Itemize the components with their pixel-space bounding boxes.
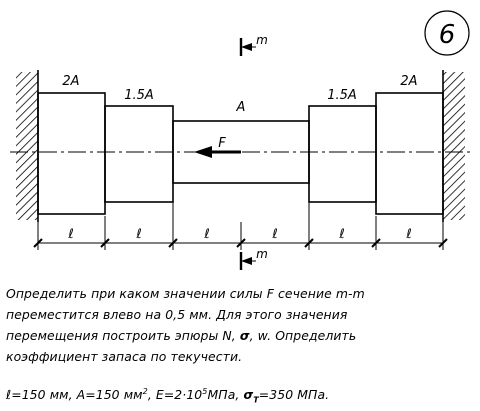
- force-arrow-head: [194, 146, 212, 158]
- given-sigma-sub: T: [253, 395, 259, 405]
- given-length-area: ℓ=150 мм, A=150 мм: [6, 387, 143, 403]
- given-modulus: , E=2·10: [147, 387, 203, 403]
- section-label-bottom: m: [256, 247, 268, 261]
- task-line-3-start: перемещения построить эпюры N,: [6, 328, 240, 343]
- task-line-3-end: , w. Определить: [249, 328, 357, 343]
- problem-number-circle: [424, 10, 470, 56]
- task-line-1: Определить при каком значении силы F сеч…: [6, 286, 365, 301]
- right-wall-hatch: [443, 72, 465, 220]
- segment-1-5a-right: [308, 105, 377, 203]
- length-label-3: ℓ: [203, 227, 209, 242]
- left-wall-hatch: [16, 72, 38, 220]
- problem-number: 6: [439, 20, 456, 50]
- force-label: F: [218, 136, 226, 151]
- task-line-3: перемещения построить эпюры N, σ, w. Опр…: [6, 325, 476, 346]
- length-label-6: ℓ: [405, 227, 411, 242]
- label-area-1-5a-right: 1.5A: [327, 88, 357, 103]
- task-line-4: коэффициент запаса по текучести.: [6, 349, 243, 364]
- dimension-ticks: [33, 238, 448, 248]
- given-yield-value: =350 МПа.: [258, 387, 330, 403]
- section-mark-bottom: m: [239, 247, 268, 270]
- task-text: Определить при каком значении силы F сеч…: [6, 283, 476, 367]
- label-area-1-5a-left: 1.5A: [124, 88, 154, 103]
- given-modulus-unit: МПа,: [207, 387, 244, 403]
- label-area-a: A: [236, 100, 246, 115]
- given-data: ℓ=150 мм, A=150 мм2, E=2·105МПа, σT=350 …: [6, 381, 476, 411]
- given-area-exp: 2: [142, 387, 148, 396]
- label-area-2a-left: 2A: [62, 74, 79, 89]
- section-mark-top: m: [239, 33, 268, 56]
- given-modulus-exp: 5: [202, 387, 208, 396]
- given-line: ℓ=150 мм, A=150 мм2, E=2·105МПа, σT=350 …: [6, 381, 476, 411]
- segment-2a-right: [375, 92, 444, 215]
- length-label-2: ℓ: [135, 227, 141, 242]
- segment-1-5a-left: [104, 105, 174, 203]
- section-label-top: m: [256, 33, 268, 47]
- length-label-4: ℓ: [271, 227, 277, 242]
- dimension-line: [37, 185, 444, 250]
- label-area-2a-right: 2A: [400, 74, 417, 89]
- segment-2a-left: [37, 92, 106, 215]
- given-sigma: σ: [243, 387, 254, 403]
- task-line-2: переместится влево на 0,5 мм. Для этого …: [6, 307, 348, 322]
- length-label-1: ℓ: [67, 227, 73, 242]
- length-label-5: ℓ: [338, 227, 344, 242]
- task-sigma: σ: [239, 328, 250, 343]
